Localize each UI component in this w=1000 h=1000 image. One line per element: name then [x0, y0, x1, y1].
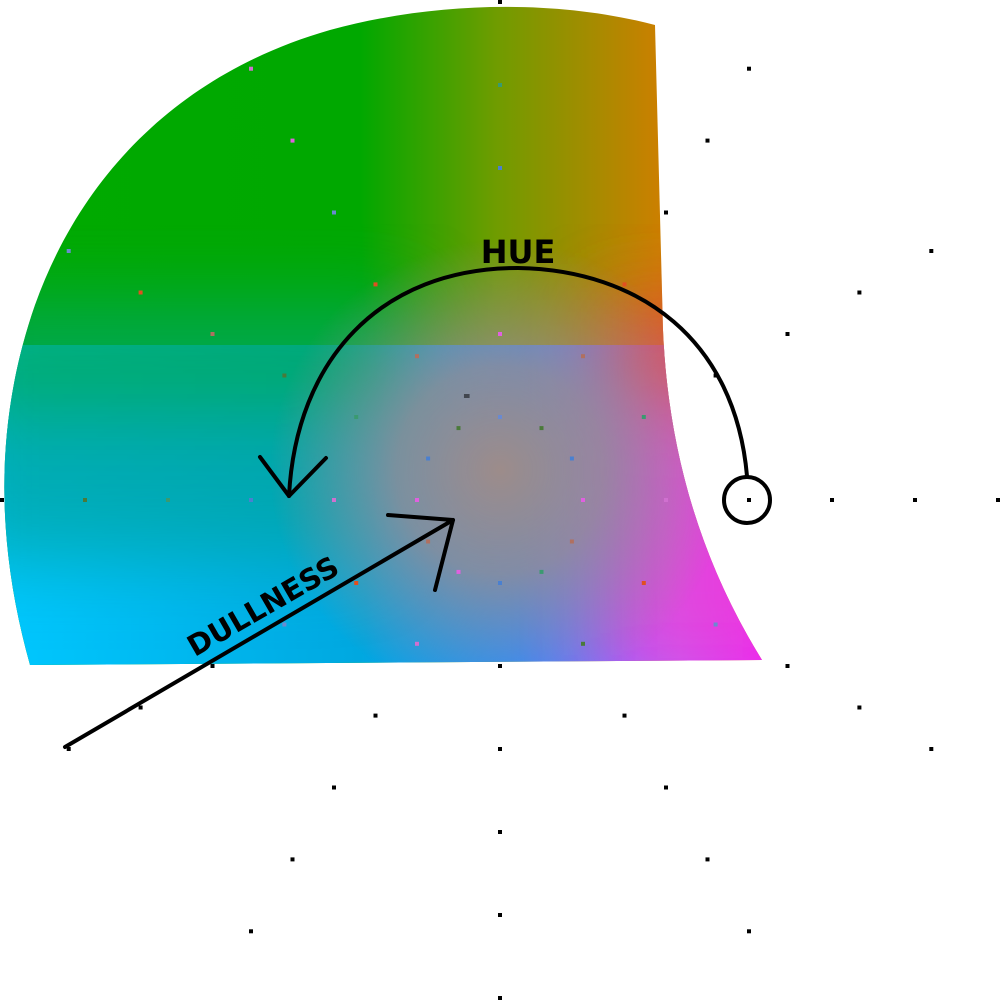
hue-arrow [258, 266, 772, 525]
sample-dot [138, 705, 143, 710]
sample-dot [747, 498, 751, 502]
sample-dot [581, 354, 585, 359]
sample-dot [249, 66, 253, 71]
sample-dot [166, 498, 170, 502]
sample-dot [210, 332, 215, 336]
sample-dot [747, 929, 751, 934]
sample-dot [498, 415, 502, 419]
sample-dot [929, 249, 934, 253]
sample-dot [415, 641, 419, 646]
sample-dot [581, 498, 585, 502]
sample-dot [498, 913, 502, 917]
sample-dot [282, 622, 287, 627]
sample-dot [664, 785, 668, 790]
sample-dot [996, 498, 1000, 502]
sample-dot [747, 66, 751, 71]
sample-dot [415, 498, 419, 502]
sample-dot [705, 138, 710, 143]
sample-dot [498, 166, 502, 170]
hue-start-circle [722, 475, 772, 525]
sample-dot [705, 857, 710, 862]
sample-dot [354, 415, 359, 419]
sample-dot [373, 282, 378, 287]
sample-dot [249, 498, 253, 502]
sample-dot [664, 498, 668, 502]
sample-dot [929, 747, 934, 751]
sample-dot [354, 581, 359, 585]
sample-dot [622, 282, 627, 287]
sample-dot [290, 138, 295, 143]
dullness-arrow [63, 513, 455, 749]
sample-dot [332, 498, 336, 502]
sample-dot [581, 641, 585, 646]
hue-arrowhead-icon [258, 455, 328, 498]
sample-dot [785, 332, 790, 336]
sample-dot [498, 996, 502, 1000]
sample-dot [830, 498, 834, 502]
sample-dot [456, 569, 461, 574]
sample-dot [456, 426, 461, 431]
color-wedge [4, 6, 762, 665]
sample-dot [539, 426, 544, 431]
sample-dot [66, 249, 71, 253]
sample-dot [498, 0, 502, 4]
sample-dot [857, 705, 862, 710]
sample-dot [664, 210, 668, 215]
sample-dot [641, 415, 646, 419]
sample-dot [332, 785, 336, 790]
sample-dot [498, 332, 502, 336]
sample-dot [282, 373, 287, 378]
sample-dot [569, 456, 574, 461]
sample-dot [249, 929, 253, 934]
sample-dot [498, 747, 502, 751]
sample-dot [913, 498, 917, 502]
dullness-arrowhead-icon [386, 513, 455, 592]
sample-dot [539, 569, 544, 574]
dullness-arrow-shaft [63, 518, 455, 749]
sample-dot [498, 249, 502, 253]
sample-dot [290, 857, 295, 862]
sample-dot [498, 581, 502, 585]
sample-dot [0, 498, 4, 502]
sample-dot [210, 664, 215, 668]
sample-dot [66, 747, 71, 751]
sample-dot [138, 290, 143, 295]
sample-dot [498, 830, 502, 834]
hue-arrow-arc [287, 266, 749, 498]
sample-dot [426, 539, 431, 544]
center-mark: = [463, 392, 471, 402]
sample-dot [83, 498, 87, 502]
sample-dot [785, 664, 790, 668]
hue-label: HUE [481, 233, 556, 271]
sample-dot [622, 713, 627, 718]
sample-dot [332, 210, 336, 215]
sample-dot [415, 354, 419, 359]
sample-dot [498, 83, 502, 87]
sample-dot [713, 622, 718, 627]
sample-dot [498, 664, 502, 668]
sample-dot [569, 539, 574, 544]
sample-dot [857, 290, 862, 295]
sample-dot [373, 713, 378, 718]
sample-dot [641, 581, 646, 585]
sample-dot [426, 456, 431, 461]
